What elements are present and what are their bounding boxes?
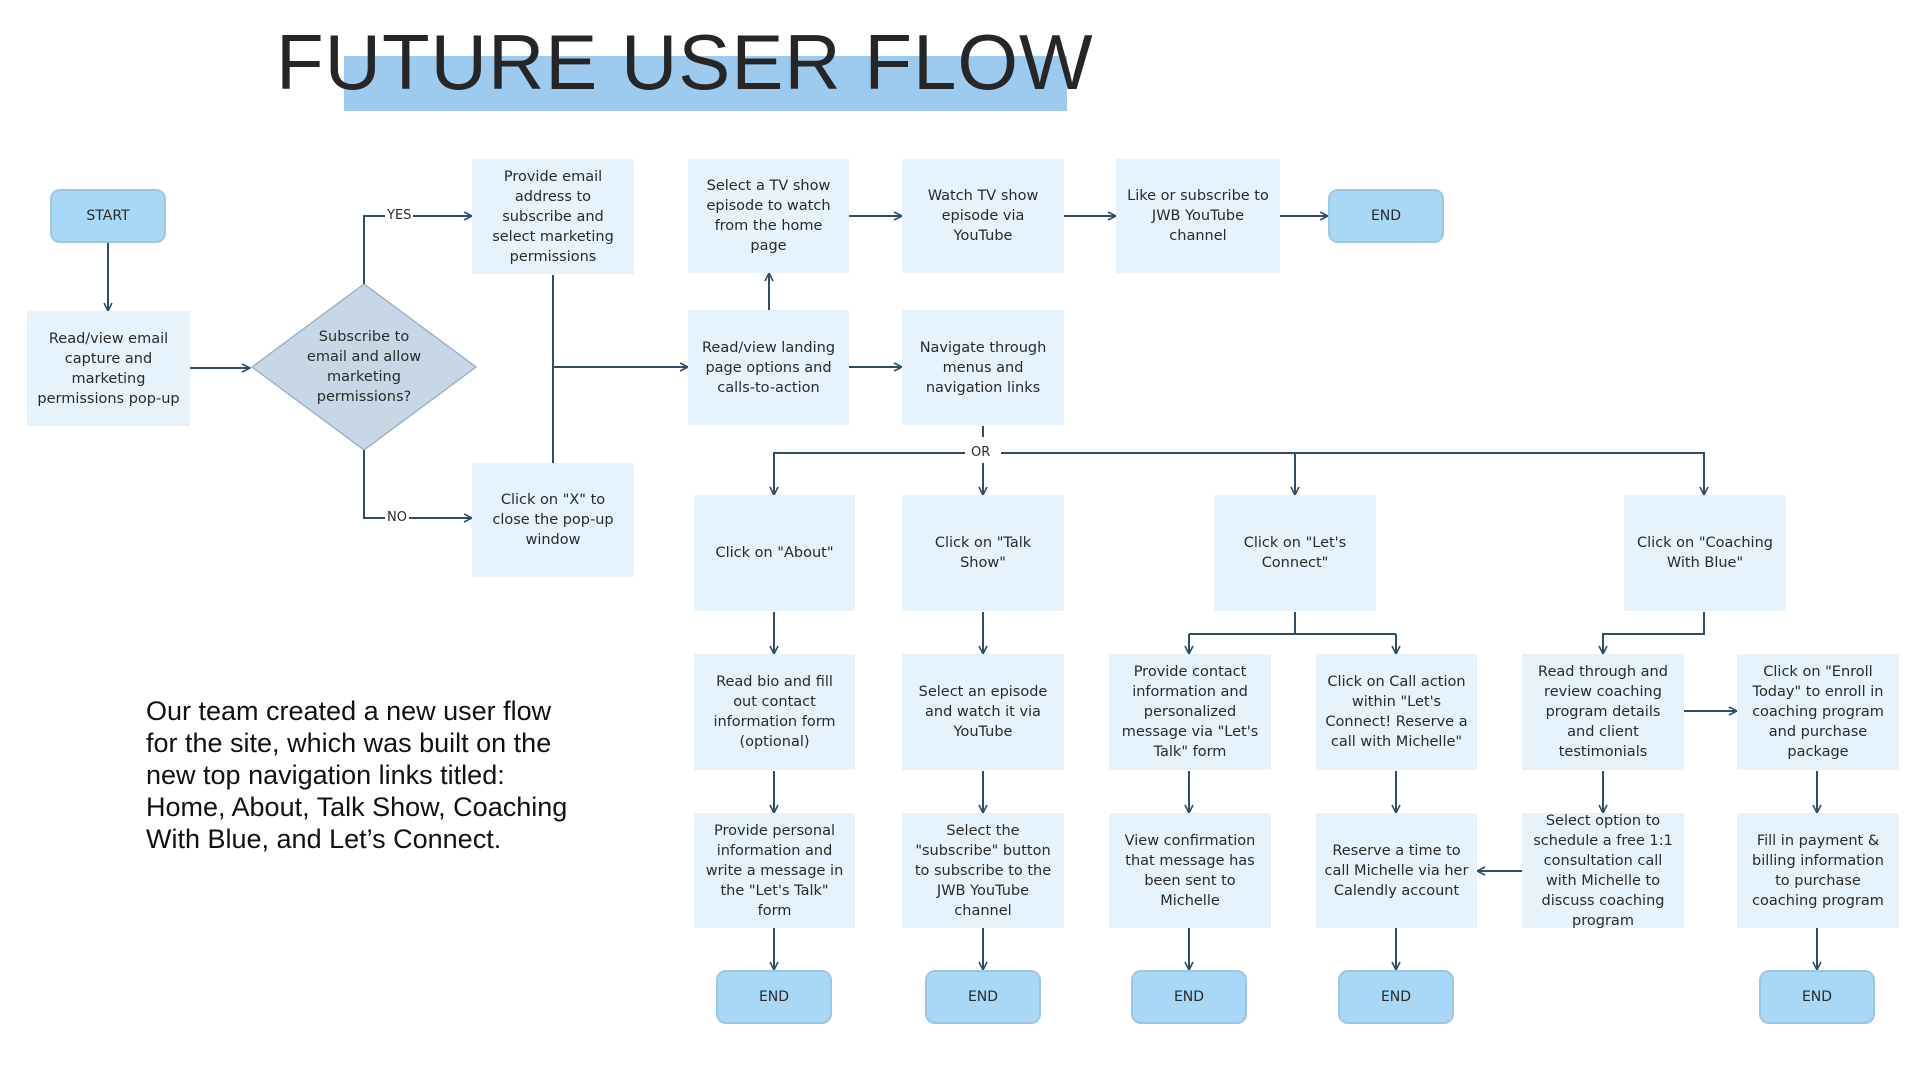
coaching-node: Click on "Coaching With Blue" — [1624, 495, 1786, 611]
connector-no — [363, 450, 472, 518]
reserve-time-node: Reserve a time to call Michelle via her … — [1316, 813, 1477, 928]
popup-node: Read/view email capture and marketing pe… — [27, 311, 190, 426]
enroll-node: Click on "Enroll Today" to enroll in coa… — [1737, 654, 1899, 770]
lets-connect-node: Click on "Let's Connect" — [1214, 495, 1376, 611]
end-about-node: END — [716, 970, 832, 1024]
select-tv-node: Select a TV show episode to watch from t… — [688, 159, 849, 273]
provide-email-node: Provide email address to subscribe and s… — [472, 159, 634, 274]
no-label: NO — [385, 510, 409, 526]
end-connect-b-node: END — [1338, 970, 1454, 1024]
or-label: OR — [969, 445, 993, 461]
landing-node: Read/view landing page options and calls… — [688, 310, 849, 425]
end-coaching-node: END — [1759, 970, 1875, 1024]
like-subscribe-node: Like or subscribe to JWB YouTube channel — [1116, 159, 1280, 273]
talk-show-node: Click on "Talk Show" — [902, 495, 1064, 611]
about-node: Click on "About" — [694, 495, 855, 611]
connector-yes — [363, 216, 472, 284]
watch-tv-node: Watch TV show episode via YouTube — [902, 159, 1064, 273]
title-highlight-band — [344, 56, 1067, 111]
schedule-call-node: Select option to schedule a free 1:1 con… — [1522, 813, 1684, 929]
end-connect-a-node: END — [1131, 970, 1247, 1024]
start-node: START — [50, 189, 166, 243]
page-title: FUTURE USER FLOW — [276, 18, 1094, 106]
select-episode-node: Select an episode and watch it via YouTu… — [902, 654, 1064, 770]
close-popup-node: Click on "X" to close the pop-up window — [472, 463, 634, 577]
provide-contact-node: Provide contact information and personal… — [1109, 654, 1271, 770]
subscribe-button-node: Select the "subscribe" button to subscri… — [902, 813, 1064, 928]
connector-connect-split — [1189, 612, 1396, 635]
yes-label: YES — [385, 208, 414, 224]
description-caption: Our team created a new user flow for the… — [146, 696, 568, 854]
view-confirmation-node: View confirmation that message has been … — [1109, 813, 1271, 928]
read-bio-node: Read bio and fill out contact informatio… — [694, 654, 855, 770]
read-coaching-node: Read through and review coaching program… — [1522, 654, 1684, 770]
connector-coaching-read — [1603, 612, 1705, 654]
personal-info-node: Provide personal information and write a… — [694, 813, 855, 928]
end-top-node: END — [1328, 189, 1444, 243]
decision-node: Subscribe to email and allow marketing p… — [306, 329, 422, 405]
navigate-node: Navigate through menus and navigation li… — [902, 310, 1064, 425]
end-talk-node: END — [925, 970, 1041, 1024]
call-action-node: Click on Call action within "Let's Conne… — [1316, 654, 1477, 770]
payment-node: Fill in payment & billing information to… — [1737, 813, 1899, 928]
